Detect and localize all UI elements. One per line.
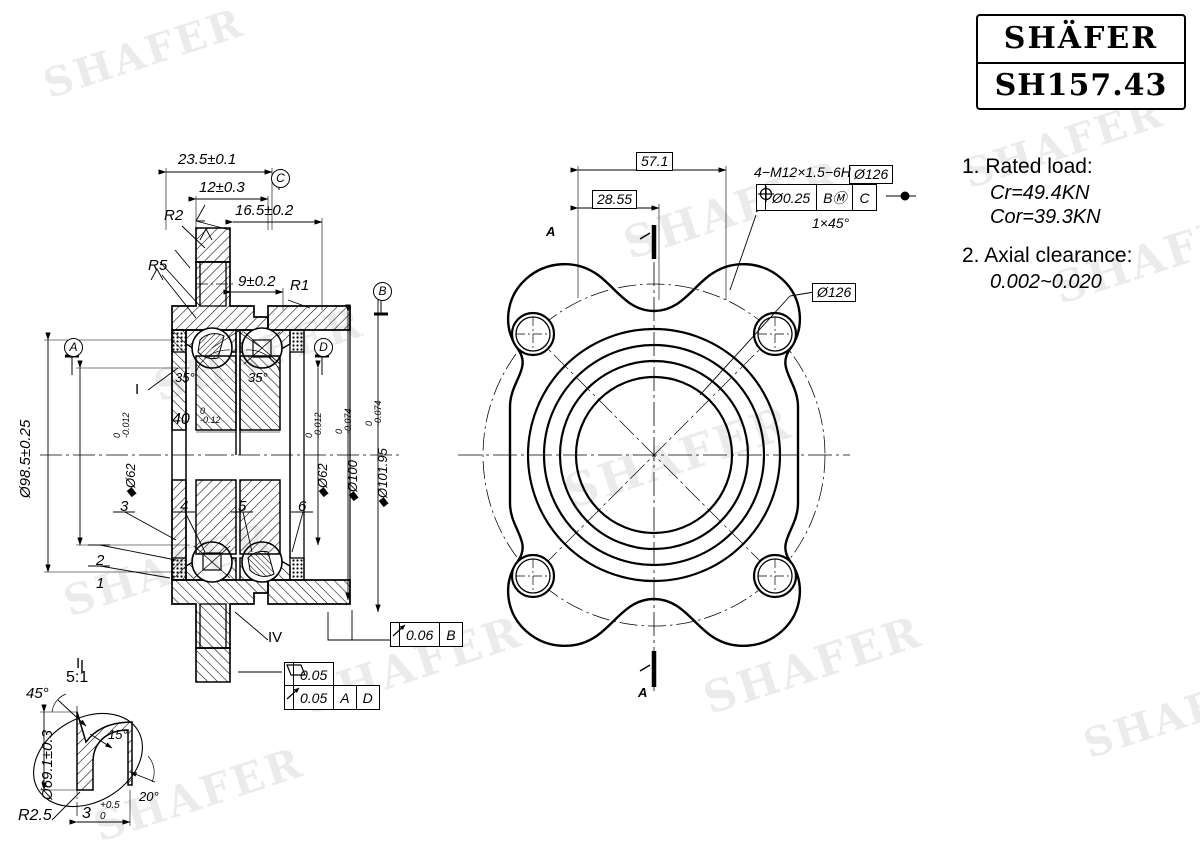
detail-scale: 5:1	[66, 669, 89, 686]
note-2-heading: 2. Axial clearance:	[962, 243, 1133, 267]
radius-r1: R1	[290, 277, 310, 294]
title-block: SHÄFER SH157.43	[976, 14, 1186, 110]
note-1-value-cr: Cr=49.4KN	[990, 182, 1090, 204]
fcf-position: Ø0.25 BⓂ C	[756, 184, 877, 211]
dim-bolt-circle: Ø126	[849, 165, 894, 184]
datum-d: D	[314, 338, 333, 357]
thread-note: 4−M12×1.5−6H	[754, 164, 851, 180]
dim-inner-race-tol: 0 -0.12	[200, 406, 221, 426]
dim-step: 9±0.2	[238, 273, 276, 290]
detail-width-tol: +0.5 0	[100, 800, 120, 822]
section-mark-a-bottom: A	[638, 685, 648, 700]
runout-symbol-icon	[285, 686, 300, 709]
item-number-2: 2	[96, 552, 105, 569]
fcf-tolerance: Ø0.25	[766, 185, 818, 210]
dim-flange-thickness: 57.1	[636, 152, 674, 171]
datum-c: C	[271, 169, 290, 188]
note-1-heading: 1. Rated load:	[962, 155, 1093, 178]
radius-r5: R5	[148, 257, 168, 274]
dim-d62-left: Ø62	[123, 463, 138, 488]
dim-d98-5: Ø98.5±0.25	[17, 419, 34, 498]
dim-d62-right-prefix: ◆	[315, 488, 330, 498]
item-number-1: 1	[96, 575, 105, 592]
part-number: SH157.43	[994, 68, 1168, 103]
dim-d100-tol: 0 -0.074	[334, 408, 354, 434]
item-number-6: 6	[298, 498, 307, 515]
section-mark-a-top: A	[546, 224, 556, 239]
dim-overall-width: 23.5±0.1	[178, 151, 237, 168]
parallelism-symbol-icon	[285, 663, 306, 686]
chamfer-note: 1×45°	[812, 215, 850, 231]
brand-name: SHÄFER	[978, 16, 1184, 64]
fcf-tolerance: 0.05	[300, 666, 328, 683]
item-number-3: 3	[120, 498, 129, 515]
datum-b: B	[373, 282, 392, 301]
detail-angle-15: 15°	[108, 727, 128, 742]
notes-panel: 1. Rated load: Cr=49.4KN Cor=39.3KN 2. A…	[962, 155, 1194, 294]
fcf-tolerance: 0.05	[294, 686, 335, 709]
runout-symbol-icon	[391, 623, 406, 646]
dim-d100: Ø100	[345, 460, 360, 492]
detail-marker-I: I	[135, 381, 140, 398]
dim-d101-95: Ø101.95	[375, 448, 390, 498]
fcf-tolerance: 0.06	[400, 623, 441, 646]
contact-angle-right: 35°	[248, 370, 268, 385]
position-symbol-icon	[757, 185, 774, 210]
fcf-datum-b-mmc: BⓂ	[817, 185, 854, 210]
item-number-4: 4	[180, 498, 189, 515]
datum-a: A	[64, 338, 83, 357]
note-1-value-cor: Cor=39.3KN	[990, 206, 1101, 229]
radius-r2: R2	[164, 207, 184, 224]
fcf-datum-d: D	[362, 689, 373, 706]
dim-outer-diameter: Ø126	[812, 283, 857, 302]
dim-d100-prefix: ◆	[345, 492, 360, 502]
fcf-datum: B	[446, 626, 456, 643]
dim-flange-face: 16.5±0.2	[235, 202, 294, 219]
detail-radius: R2.5	[18, 807, 52, 824]
detail-marker-IV: IV	[268, 629, 283, 646]
dim-d62-right: Ø62	[315, 463, 330, 488]
dim-d101-95-tol: 0 -0.074	[364, 400, 384, 426]
dim-hub-offset: 28.55	[592, 190, 638, 209]
detail-angle-45: 45°	[26, 685, 49, 702]
dim-inner-race-width: 40	[172, 411, 190, 428]
dim-d101-95-prefix: ◆	[375, 498, 390, 508]
fcf-runout-a-d: 0.05 A D	[284, 685, 380, 710]
detail-diameter: Ø69.1±0.3	[39, 730, 56, 800]
dim-d62-left-tol: 0 -0.012	[112, 412, 132, 438]
item-number-5: 5	[238, 498, 247, 515]
fcf-datum-a: A	[334, 686, 357, 709]
detail-width: 3	[82, 805, 91, 822]
dim-spigot-width: 12±0.3	[199, 179, 245, 196]
contact-angle-left: 35°	[175, 370, 195, 385]
fcf-parallelism: 0.05	[284, 662, 335, 687]
fcf-datum-c: C	[859, 189, 870, 206]
dim-d62-left-prefix: ◆	[123, 488, 138, 498]
dim-d62-right-tol: 0 -0.012	[304, 412, 324, 438]
detail-label: I	[76, 655, 81, 672]
detail-angle-20: 20°	[139, 789, 159, 804]
note-2-value: 0.002~0.020	[990, 270, 1102, 293]
fcf-runout-b: 0.06 B	[390, 622, 463, 647]
